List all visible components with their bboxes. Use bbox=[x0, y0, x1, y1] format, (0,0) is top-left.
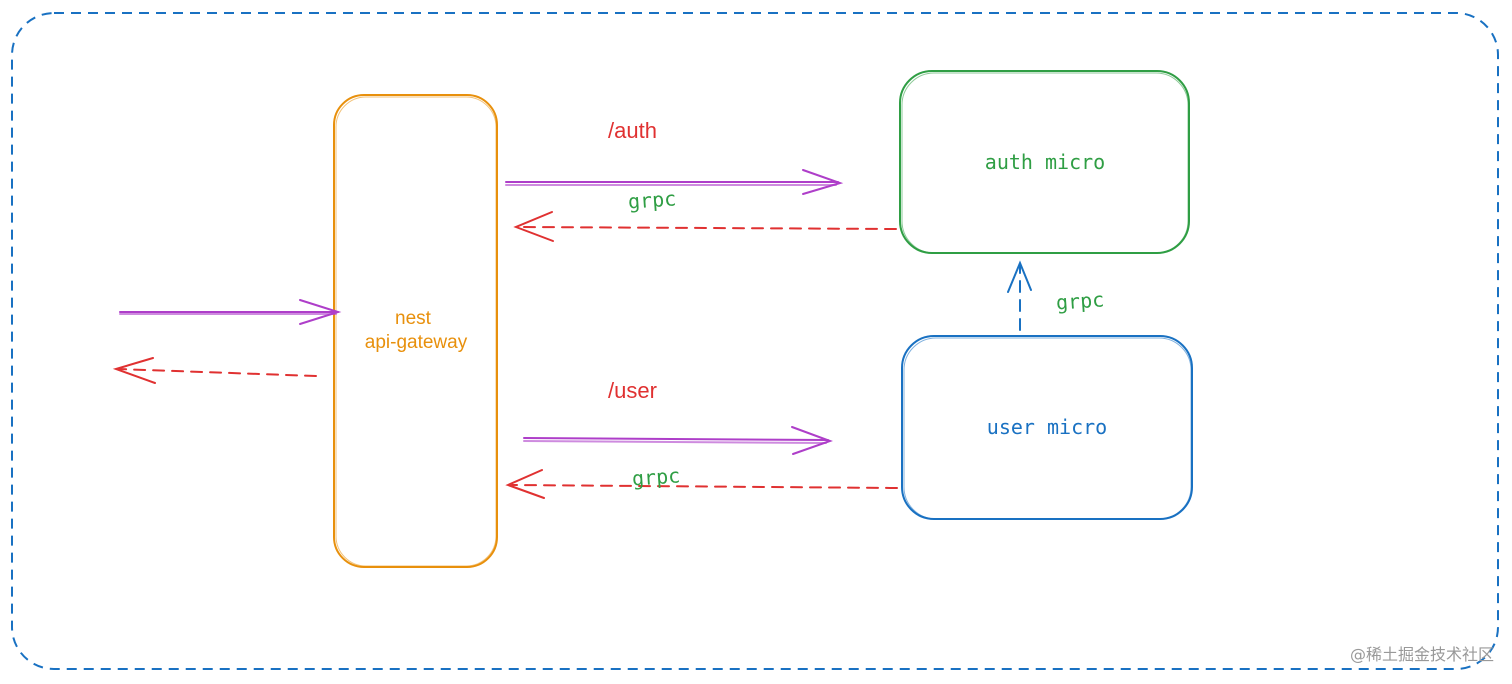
client-request-arrow bbox=[119, 299, 342, 325]
user-grpc-label: grpc bbox=[631, 463, 681, 490]
auth-micro-node[interactable]: auth micro bbox=[899, 70, 1190, 254]
auth-grpc-label: grpc bbox=[627, 186, 677, 213]
client-response-arrow bbox=[112, 357, 317, 384]
auth-route-label: /auth bbox=[608, 118, 657, 143]
system-boundary bbox=[11, 12, 1499, 670]
user-response-arrow bbox=[505, 469, 898, 499]
auth-micro-label: auth micro bbox=[985, 150, 1105, 174]
watermark-text: @稀土掘金技术社区 bbox=[1350, 645, 1494, 664]
user-request-arrow bbox=[523, 426, 833, 455]
user-micro-node[interactable]: user micro bbox=[901, 335, 1193, 520]
auth-request-arrow bbox=[505, 169, 844, 195]
gateway-label-line2: api-gateway bbox=[365, 332, 468, 353]
user-micro-label: user micro bbox=[987, 415, 1107, 439]
auth-response-arrow bbox=[513, 211, 897, 242]
api-gateway-node[interactable]: nest api-gateway bbox=[333, 94, 498, 568]
user-auth-grpc-label: grpc bbox=[1055, 287, 1105, 314]
user-route-label: /user bbox=[608, 378, 657, 403]
gateway-label-line1: nest bbox=[395, 308, 432, 329]
user-to-auth-arrow bbox=[1007, 260, 1032, 331]
